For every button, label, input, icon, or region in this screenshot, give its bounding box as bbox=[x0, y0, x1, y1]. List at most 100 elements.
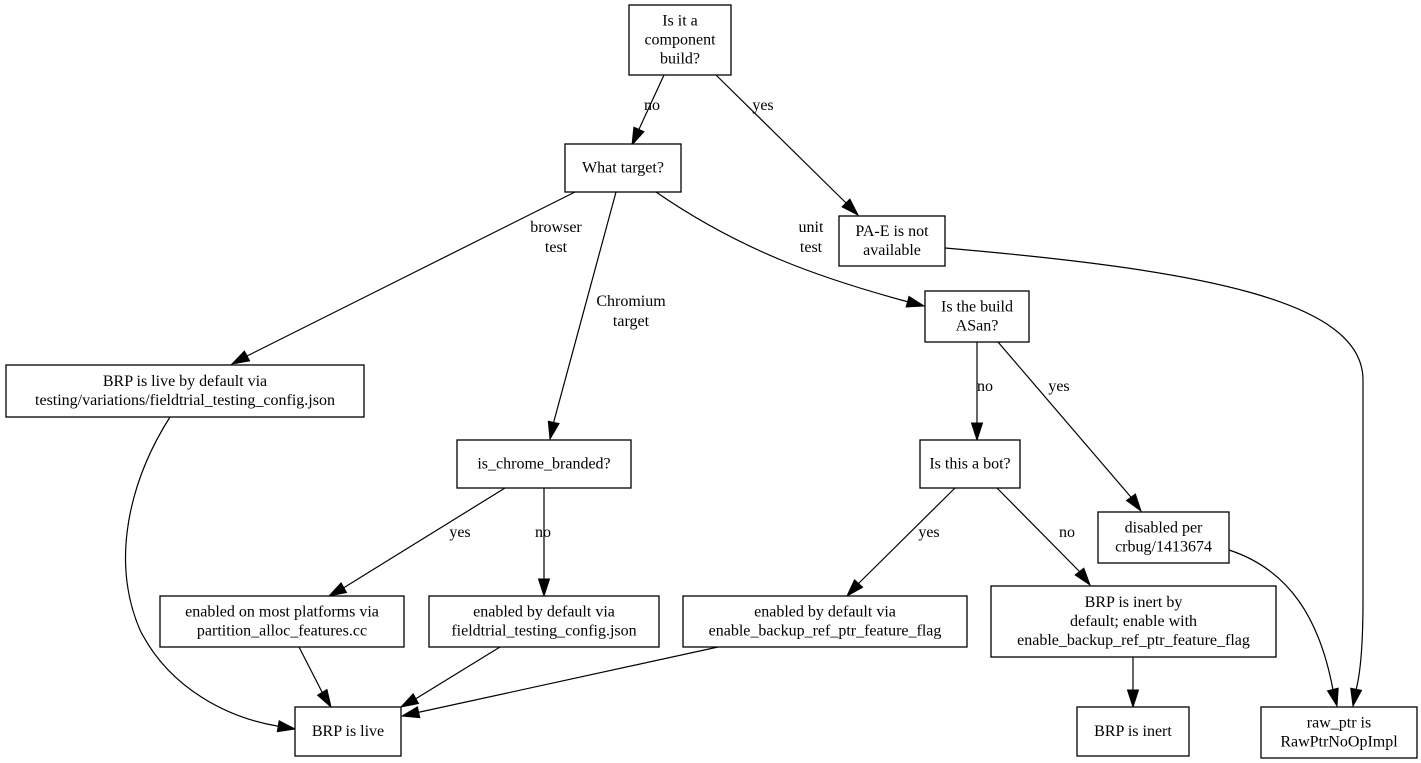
edge-what-target-to-is-asan: unit test bbox=[655, 191, 926, 308]
node-box bbox=[159, 595, 405, 648]
edge-component-build-to-what-target: no bbox=[631, 74, 665, 147]
edge-line bbox=[419, 646, 719, 713]
edge-label: Chromium bbox=[596, 293, 666, 310]
arrowhead-icon bbox=[1126, 689, 1140, 709]
edge-label: no bbox=[535, 524, 551, 541]
node-what-target: What target? bbox=[564, 143, 682, 193]
node-enabled-most-platforms: enabled on most platforms viapartition_a… bbox=[159, 595, 405, 648]
node-label: BRP is live by default via bbox=[103, 373, 267, 390]
node-box bbox=[919, 439, 1021, 489]
edge-is-asan-to-is-bot: no bbox=[970, 342, 993, 442]
node-box bbox=[564, 143, 682, 193]
node-box bbox=[838, 215, 946, 267]
edge-what-target-to-brp-live-fieldtrial: browser test bbox=[230, 191, 582, 365]
node-label: enable_backup_ref_ptr_feature_flag bbox=[1017, 632, 1250, 649]
node-label: Is the build bbox=[941, 299, 1013, 316]
edge-brp-inert-default-to-brp-inert bbox=[1126, 657, 1140, 709]
node-brp-inert: BRP is inert bbox=[1076, 706, 1190, 757]
edge-disabled-crbug-to-raw-ptr-noop bbox=[1228, 549, 1339, 708]
node-label: enabled by default via bbox=[473, 604, 615, 621]
node-box bbox=[428, 595, 660, 648]
edge-line bbox=[344, 487, 506, 588]
node-box bbox=[990, 585, 1277, 658]
edge-line bbox=[125, 416, 278, 727]
arrowhead-icon bbox=[230, 350, 251, 365]
node-box bbox=[682, 595, 968, 648]
edge-label: target bbox=[613, 313, 650, 330]
node-label: is_chrome_branded? bbox=[477, 456, 610, 473]
edge-label: browser bbox=[530, 219, 582, 236]
edge-is-bot-to-brp-inert-default: no bbox=[996, 487, 1092, 587]
edge-line bbox=[996, 487, 1080, 572]
edge-line bbox=[997, 341, 1131, 497]
edge-brp-live-fieldtrial-to-brp-live bbox=[125, 416, 297, 733]
node-label: Is it a bbox=[662, 13, 698, 30]
node-brp-live-fieldtrial: BRP is live by default via testing/variat… bbox=[5, 364, 365, 418]
arrowhead-icon bbox=[400, 706, 421, 719]
node-label: available bbox=[863, 242, 921, 259]
edge-line bbox=[298, 646, 323, 693]
edge-line bbox=[416, 646, 501, 699]
node-label: raw_ptr is bbox=[1307, 715, 1371, 732]
edge-is-asan-to-disabled-crbug: yes bbox=[997, 341, 1142, 513]
edge-label: test bbox=[545, 239, 568, 256]
node-label: partition_alloc_features.cc bbox=[197, 623, 367, 640]
edge-label: yes bbox=[449, 524, 470, 541]
node-label: component bbox=[644, 32, 716, 49]
node-label: fieldtrial_testing_config.json bbox=[451, 623, 636, 640]
node-is-chrome-branded: is_chrome_branded? bbox=[456, 439, 632, 489]
edge-is-bot-to-enabled-default-flag: yes bbox=[845, 487, 956, 598]
node-box bbox=[1076, 706, 1190, 757]
node-enabled-default-flag: enabled by default via enable_backup_ref_… bbox=[682, 595, 968, 648]
arrowhead-icon bbox=[1074, 567, 1092, 587]
edge-label: unit bbox=[799, 219, 824, 236]
node-label: enabled by default via bbox=[754, 604, 896, 621]
edge-line bbox=[944, 247, 1364, 691]
edge-label: yes bbox=[918, 524, 939, 541]
node-box bbox=[1097, 511, 1230, 564]
arrowhead-icon bbox=[1326, 687, 1339, 708]
node-brp-live: BRP is live bbox=[294, 706, 402, 757]
edge-label: yes bbox=[752, 97, 773, 114]
arrowhead-icon bbox=[399, 693, 420, 708]
edge-line bbox=[639, 74, 665, 128]
arrowhead-icon bbox=[1125, 493, 1142, 513]
arrowhead-icon bbox=[841, 198, 860, 217]
edge-label: test bbox=[800, 239, 823, 256]
node-raw-ptr-noop: raw_ptr is RawPtrNoOpImpl bbox=[1260, 706, 1418, 759]
arrowhead-icon bbox=[845, 578, 864, 598]
node-label: build? bbox=[660, 51, 700, 68]
node-label: BRP is inert by bbox=[1085, 594, 1183, 611]
node-label: What target? bbox=[582, 160, 664, 177]
edge-is-chrome-branded-to-enabled-default-fieldtrial: no bbox=[535, 488, 551, 598]
edge-line bbox=[859, 487, 956, 583]
node-label: disabled per bbox=[1125, 520, 1203, 537]
edge-enabled-default-fieldtrial-to-brp-live bbox=[399, 646, 501, 708]
arrowhead-icon bbox=[327, 582, 348, 597]
node-label: RawPtrNoOpImpl bbox=[1280, 734, 1398, 751]
node-label: Is this a bot? bbox=[929, 456, 1010, 473]
arrowhead-icon bbox=[905, 295, 926, 308]
arrowhead-icon bbox=[631, 126, 645, 147]
edge-pae-not-available-to-raw-ptr-noop bbox=[944, 247, 1364, 708]
node-label: testing/variations/fieldtrial_testing_co… bbox=[35, 392, 335, 409]
node-label: enable_backup_ref_ptr_feature_flag bbox=[709, 623, 942, 640]
arrowhead-icon bbox=[316, 688, 332, 709]
node-is-bot: Is this a bot? bbox=[919, 439, 1021, 489]
node-box bbox=[924, 290, 1030, 343]
nodes-layer: Is it a component build? What target? PA-E i… bbox=[5, 4, 1418, 759]
node-box bbox=[1260, 706, 1418, 759]
edge-what-target-to-is-chrome-branded: Chromium target bbox=[547, 191, 666, 441]
edge-line bbox=[1228, 549, 1334, 691]
edge-line bbox=[553, 191, 617, 422]
node-box bbox=[294, 706, 402, 757]
edge-label: no bbox=[1059, 524, 1075, 541]
edge-line bbox=[246, 191, 576, 357]
arrowhead-icon bbox=[547, 420, 560, 441]
node-label: BRP is inert bbox=[1094, 723, 1172, 740]
